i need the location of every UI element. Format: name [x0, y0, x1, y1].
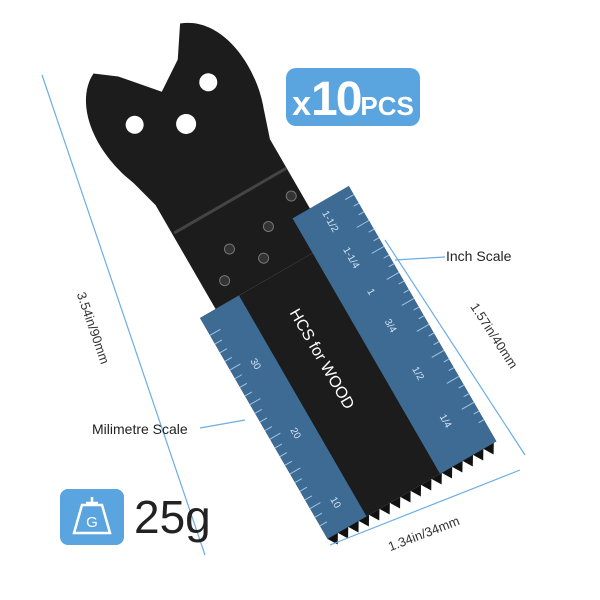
badge-prefix: x: [292, 85, 312, 123]
blade-body: [200, 220, 497, 539]
weight-icon: G: [60, 489, 124, 545]
width-dimension-line: [329, 469, 521, 546]
mount-hole: [125, 115, 144, 134]
mm-scale-label: Milimetre Scale: [92, 421, 188, 437]
blade-mount: [86, 22, 369, 309]
mount-hole: [199, 73, 218, 92]
blade-teeth: [327, 442, 494, 545]
rivet: [285, 190, 297, 202]
mm-tick-10: 10: [327, 495, 342, 511]
rivet: [262, 221, 274, 233]
mm-tick-20: 20: [287, 426, 302, 442]
inch-scale-ticks: [344, 194, 485, 424]
mm-scale-ticks: [209, 328, 328, 527]
mm-scale-strip: [199, 295, 367, 539]
inch-tick-1: 1: [364, 287, 377, 298]
inch-scale-label: Inch Scale: [446, 248, 512, 264]
inch-scale-leader-line: [394, 256, 446, 261]
weight-info: G 25g: [60, 489, 211, 545]
badge-count: 10: [311, 73, 362, 126]
weight-icon-letter: G: [86, 514, 98, 531]
mm-scale-leader-line: [199, 419, 246, 429]
mm-tick-30: 30: [247, 357, 262, 373]
weight-icon-graphic: G: [72, 497, 112, 535]
weight-value: 25g: [134, 491, 211, 543]
rivet: [258, 252, 270, 264]
blade-bend-line: [173, 166, 288, 235]
cut-depth-dimension-line: [384, 239, 526, 456]
length-dimension-line: [41, 74, 206, 556]
badge-unit: PCS: [360, 91, 414, 121]
rivet: [219, 275, 231, 287]
mount-hole: [176, 113, 197, 134]
inch-scale-strip: [292, 185, 497, 474]
rivet: [223, 243, 235, 255]
dimension-lines: [41, 74, 526, 556]
